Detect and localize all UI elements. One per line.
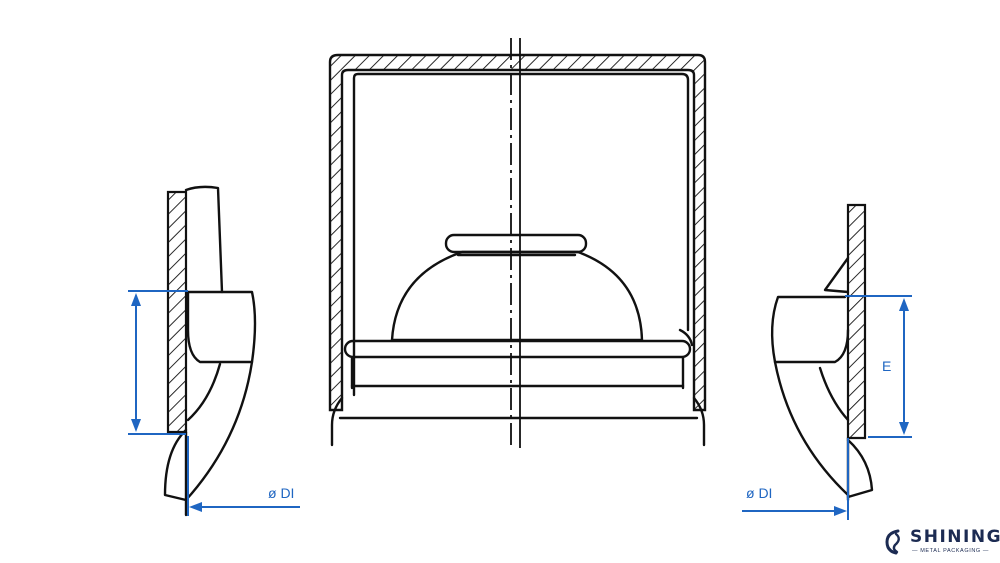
- center-cap-section: [328, 38, 707, 448]
- logo-tagline: — METAL PACKAGING —: [912, 548, 990, 554]
- right-dimensions: E ø DI: [742, 295, 912, 520]
- left-dimensions: ø DI: [128, 290, 300, 516]
- logo-wordmark: SHINING: [910, 527, 1000, 547]
- left-diameter-label: ø DI: [268, 485, 294, 501]
- cap-wall-hatched: [328, 53, 707, 412]
- right-crimp-detail: [770, 203, 874, 502]
- left-crimp-detail: [163, 185, 257, 517]
- right-height-label: E: [882, 358, 891, 374]
- logo-swirl-icon: [885, 529, 900, 555]
- right-diameter-label: ø DI: [746, 485, 772, 501]
- brand-logo: SHINING — METAL PACKAGING —: [882, 527, 1000, 559]
